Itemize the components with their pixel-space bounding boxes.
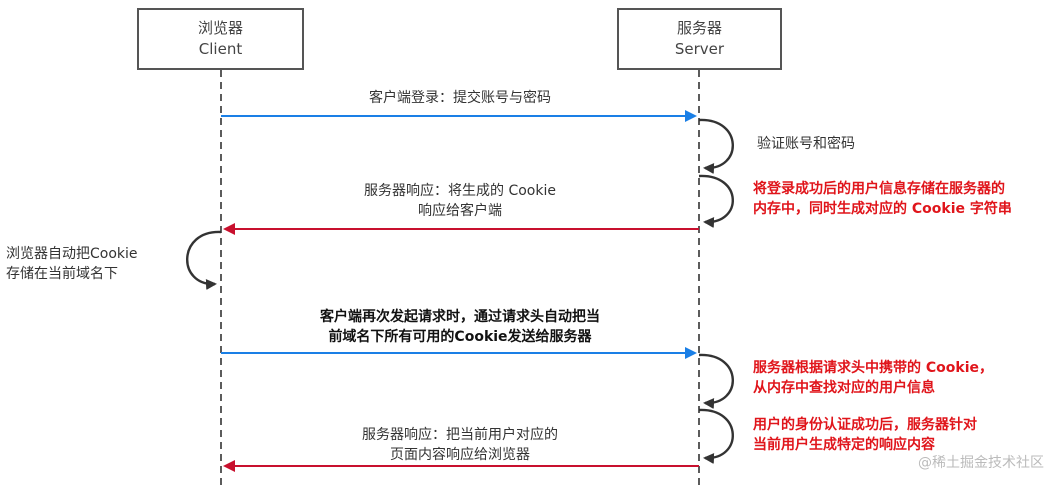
message-label: 服务器响应：将生成的 Cookie 响应给客户端	[364, 183, 556, 219]
actor-server-subname: Server	[674, 40, 725, 58]
message-label: 客户端登录：提交账号与密码	[369, 90, 551, 106]
self-action-label: 验证账号和密码	[757, 136, 855, 152]
self-action-loop	[698, 353, 734, 409]
watermark: @稀土掘金技术社区	[918, 455, 1044, 471]
self-action-label: 服务器根据请求头中携带的 Cookie， 从内存中查找对应的用户信息	[753, 360, 993, 396]
self-action-loop	[186, 230, 222, 290]
self-action-loop	[698, 174, 734, 228]
self-action-loop	[698, 408, 734, 464]
actor-server-box: 服务器 Server	[617, 8, 782, 70]
message-label: 服务器响应：把当前用户对应的 页面内容响应给浏览器	[362, 427, 558, 463]
self-action-label: 将登录成功后的用户信息存储在服务器的 内存中，同时生成对应的 Cookie 字符…	[753, 181, 1012, 217]
actor-browser-box: 浏览器 Client	[137, 8, 304, 70]
actor-server-name: 服务器	[676, 19, 722, 37]
self-action-loop	[698, 118, 734, 174]
actor-browser-subname: Client	[198, 40, 243, 58]
message-label: 客户端再次发起请求时，通过请求头自动把当 前域名下所有可用的Cookie发送给服…	[320, 309, 600, 345]
self-action-label: 浏览器自动把Cookie 存储在当前域名下	[6, 246, 138, 282]
self-action-label: 用户的身份认证成功后，服务器针对 当前用户生成特定的响应内容	[753, 417, 977, 453]
actor-browser-name: 浏览器	[197, 19, 243, 37]
